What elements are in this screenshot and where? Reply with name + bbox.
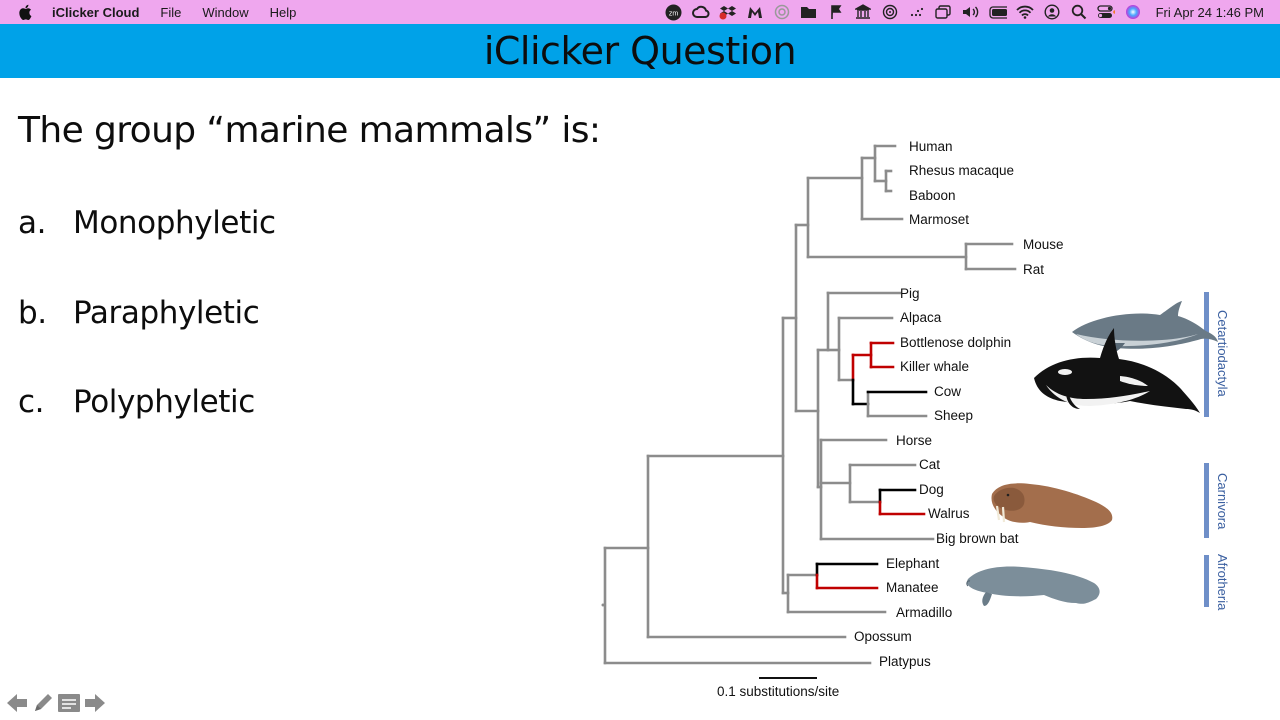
taxon-armadillo: Armadillo <box>896 605 952 620</box>
clade-label-afrotheria: Afrotheria <box>1215 554 1230 611</box>
slide-title-band: iClicker Question <box>0 24 1280 78</box>
taxon-cow: Cow <box>934 384 961 399</box>
search-icon[interactable] <box>1070 3 1088 21</box>
clade-label-cetartiodactyla: Cetartiodactyla <box>1215 310 1230 397</box>
taxon-opossum: Opossum <box>854 629 912 644</box>
option-text: Monophyletic <box>73 205 276 241</box>
creative-cloud-icon[interactable] <box>691 3 710 21</box>
taxon-baboon: Baboon <box>909 188 956 203</box>
apple-icon[interactable] <box>18 3 36 21</box>
svg-text:zm: zm <box>669 10 679 17</box>
help-menu[interactable]: Help <box>269 4 297 20</box>
slide-title: iClicker Question <box>483 29 797 73</box>
option-letter: c. <box>18 384 45 420</box>
zoom-icon[interactable]: zm <box>665 3 683 21</box>
window-menu[interactable]: Window <box>202 4 249 20</box>
taxon-pig: Pig <box>900 286 920 301</box>
dropbox-icon[interactable] <box>719 3 737 21</box>
option-c: c. Polyphyletic <box>18 384 255 420</box>
menu-bar: iClicker Cloud File Window Help zm Fri A… <box>0 0 1280 24</box>
flag-icon[interactable] <box>827 3 845 21</box>
taxon-platypus: Platypus <box>879 654 931 669</box>
windows-icon[interactable] <box>935 3 953 21</box>
slideshow-nav <box>4 690 108 716</box>
taxon-horse: Horse <box>896 433 932 448</box>
file-menu[interactable]: File <box>160 4 182 20</box>
taxon-manatee: Manatee <box>886 580 939 595</box>
taxon-rat: Rat <box>1023 262 1044 277</box>
next-slide-icon[interactable] <box>82 690 108 716</box>
taxon-cat: Cat <box>919 457 940 472</box>
taxon-marmoset: Marmoset <box>909 212 969 227</box>
option-a: a. Monophyletic <box>18 205 276 241</box>
option-letter: b. <box>18 295 47 331</box>
killer-whale-illustration <box>1034 328 1200 413</box>
phylogenetic-tree: Human Rhesus macaque Baboon Marmoset Mou… <box>601 139 1230 699</box>
taxon-mouse: Mouse <box>1023 237 1064 252</box>
control-center-icon[interactable] <box>1096 3 1115 21</box>
airdrop-icon[interactable] <box>881 3 899 21</box>
taxon-killer-whale: Killer whale <box>900 359 969 374</box>
option-letter: a. <box>18 205 47 241</box>
clade-label-carnivora: Carnivora <box>1215 473 1230 530</box>
root-dot <box>601 603 605 607</box>
option-text: Paraphyletic <box>73 295 260 331</box>
clade-bar-afrotheria <box>1204 555 1209 607</box>
clade-bar-carnivora <box>1204 463 1209 538</box>
dots-icon[interactable] <box>908 3 926 21</box>
clade-bar-cetartiodactyla <box>1204 292 1209 417</box>
menubar-clock[interactable]: Fri Apr 24 1:46 PM <box>1155 4 1264 20</box>
battery-icon[interactable] <box>988 3 1007 21</box>
taxon-walrus: Walrus <box>928 506 970 521</box>
manatee-illustration <box>966 566 1100 606</box>
siri-icon[interactable] <box>1124 3 1142 21</box>
app-name-menu[interactable]: iClicker Cloud <box>52 4 140 20</box>
sync-icon[interactable] <box>773 3 791 21</box>
taxon-human: Human <box>909 139 953 154</box>
pen-tool-icon[interactable] <box>30 690 56 716</box>
taxon-dog: Dog <box>919 482 944 497</box>
slide-menu-icon[interactable] <box>56 690 82 716</box>
taxon-elephant: Elephant <box>886 556 940 571</box>
malwarebytes-icon[interactable] <box>746 3 764 21</box>
folder-icon[interactable] <box>800 3 818 21</box>
taxon-rhesus-macaque: Rhesus macaque <box>909 163 1014 178</box>
option-b: b. Paraphyletic <box>18 295 260 331</box>
volume-icon[interactable] <box>962 3 980 21</box>
user-icon[interactable] <box>1043 3 1061 21</box>
walrus-illustration <box>991 483 1113 528</box>
bank-icon[interactable] <box>854 3 872 21</box>
taxon-sheep: Sheep <box>934 408 973 423</box>
previous-slide-icon[interactable] <box>4 690 30 716</box>
taxon-bottlenose-dolphin: Bottlenose dolphin <box>900 335 1011 350</box>
dolphin-illustration <box>1072 301 1218 355</box>
wifi-icon[interactable] <box>1015 3 1034 21</box>
scale-label: 0.1 substitutions/site <box>717 684 839 699</box>
taxon-big-brown-bat: Big brown bat <box>936 531 1019 546</box>
status-area: zm Fri Apr 24 1:46 PM <box>656 0 1280 24</box>
option-text: Polyphyletic <box>73 384 255 420</box>
question-text: The group “marine mammals” is: <box>18 110 601 151</box>
taxon-alpaca: Alpaca <box>900 310 942 325</box>
